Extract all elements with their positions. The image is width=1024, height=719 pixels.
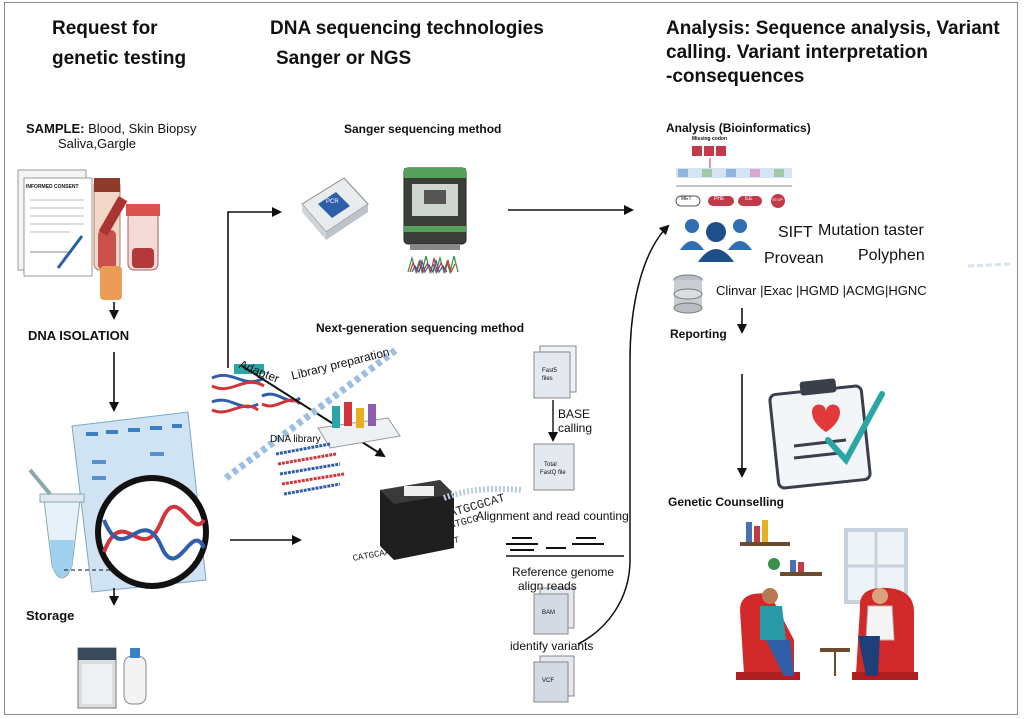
vcf-file-icon [533,655,575,703]
sample-label: SAMPLE: [26,121,85,136]
fast5-label-line1: Fast5 [542,368,558,374]
sequencing-title-line2: Sanger or NGS [276,48,412,69]
consent-form-icon [17,169,93,277]
bam-file-icon [533,587,575,635]
counselling-scene-icon [736,520,918,680]
identify-variants-label: identify variants [510,639,594,653]
databases-list: Clinvar |Exac |HGMD |ACMG|HGNC [716,283,927,298]
sample-types-line2: Saliva,Gargle [58,136,137,151]
reporting-label: Reporting [670,327,727,341]
tool-provean: Provean [764,250,824,267]
dna-library-fragments-icon [275,442,345,496]
fastq-label-line2: FastQ file [540,470,566,476]
analysis-title-line1: Analysis: Sequence analysis, Variant [666,18,1000,39]
codon-phe: PHE [714,196,725,202]
magnifier-dna-icon [62,475,209,589]
library-prep-plate-icon [317,402,401,449]
fastq-file-icon [533,443,575,491]
fast5-file-icon [533,345,577,399]
pcr-machine-icon [301,177,369,240]
analysis-title-line3: -consequences [666,66,805,87]
dna-library-label: DNA library [270,434,321,445]
reference-genome-line2: align reads [518,579,577,593]
codon-stop: STOP [772,197,783,202]
bioinformatics-title: Analysis (Bioinformatics) [666,121,811,135]
base-calling-line1: BASE [558,407,591,421]
request-title-line1: Request for [52,18,158,39]
chromatogram-icon [407,255,459,275]
dna-isolation-label: DNA ISOLATION [28,328,130,343]
codon-met: MET [681,196,692,202]
storage-label: Storage [26,608,75,623]
report-clipboard-icon [768,378,885,490]
sample-tubes-icon [93,178,160,300]
vcf-label: VCF [542,678,554,684]
genetic-counselling-label: Genetic Counselling [668,495,785,509]
codon-diagram-icon [675,146,792,208]
tool-mutation-taster: Mutation taster [818,222,924,239]
sample-types-line1: SAMPLE: Blood, Skin Biopsy [26,121,197,137]
codon-ile: ILE [745,196,753,202]
sample-types: Blood, Skin Biopsy [84,121,197,136]
freezer-icon [77,647,147,709]
reference-genome-line1: Reference genome [512,565,615,579]
bioinformatics-team-icon [680,219,752,262]
consent-form-title: INFORMED CONSENT [26,184,79,190]
sanger-sequencer-icon [403,167,467,250]
ngs-sequencer-icon [380,480,454,560]
ngs-method-title: Next-generation sequencing method [316,321,525,335]
fast5-label-line2: files [542,376,553,382]
fastq-label-line1: Total [544,462,557,468]
database-icon [673,274,703,314]
diagram-border [4,2,1018,715]
missing-codon-label: Missing codon [692,136,727,142]
base-calling-line2: calling [558,421,593,435]
microtube-icon [28,468,85,579]
analysis-title-line2: calling. Variant interpretation [666,42,928,63]
request-title-line2: genetic testing [52,48,187,69]
sanger-method-title: Sanger sequencing method [344,122,502,136]
bam-label: BAM [542,610,556,616]
pcr-label: PCR [326,199,339,205]
tool-sift: SIFT [778,224,813,241]
tool-polyphen: Polyphen [858,247,925,264]
alignment-label: Alignment and read counting [476,509,629,523]
sequencing-title-line1: DNA sequencing technologies [270,18,544,39]
sequence-reads-icon [442,485,624,557]
